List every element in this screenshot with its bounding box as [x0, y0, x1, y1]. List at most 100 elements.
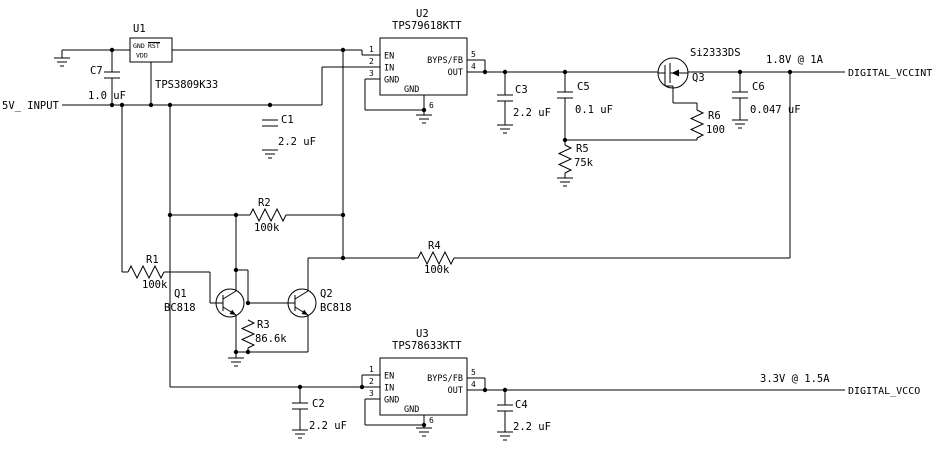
- c3-ref-label: C3: [515, 84, 528, 96]
- ground-icon: [496, 431, 514, 441]
- r4-value-label: 100k: [424, 264, 450, 276]
- c4-ref-label: C4: [515, 399, 528, 411]
- ground-icon: [496, 124, 514, 134]
- ground-icon: [415, 427, 433, 437]
- u3-pin-en: EN: [384, 372, 394, 382]
- u2-pin4-num: 4: [471, 62, 476, 71]
- component-Q2: Q2 BC818: [287, 288, 352, 318]
- resistor-zigzags: [127, 109, 705, 349]
- u2-pin-out: OUT: [448, 68, 463, 78]
- q2-value-label: BC818: [320, 302, 352, 314]
- r4-zigzag: [417, 250, 455, 266]
- r3-value-label: 86.6k: [255, 333, 287, 345]
- r6-value-label: 100: [706, 124, 725, 136]
- u2-pin6-num: 6: [429, 101, 434, 110]
- u1-pin-gnd-label: GND: [133, 42, 145, 50]
- u3-part-label: TPS78633KTT: [392, 340, 462, 352]
- r2-ref-label: R2: [258, 197, 271, 209]
- c2-value-label: 2.2 uF: [309, 420, 347, 432]
- resistor-labels: R1 100k R2 100k R3 86.6k R4 100k R5 75k …: [142, 110, 725, 345]
- c6-ref-label: C6: [752, 81, 765, 93]
- u2-pin-gnd2: GND: [404, 85, 419, 95]
- c5-ref-label: C5: [577, 81, 590, 93]
- c5-value-label: 0.1 uF: [575, 104, 613, 116]
- u2-ref-label: U2: [416, 8, 429, 20]
- component-U3: U3 TPS78633KTT EN IN GND BYPS/FB OUT GND…: [369, 328, 476, 425]
- q2-ref-label: Q2: [320, 288, 333, 300]
- u2-part-label: TPS79618KTT: [392, 20, 462, 32]
- u3-pin-in: IN: [384, 384, 394, 394]
- rail2-net-label: DIGITAL_VCCO: [848, 386, 920, 397]
- c1-ref-label: C1: [281, 114, 294, 126]
- rail1-rating-label: 1.8V @ 1A: [766, 54, 824, 66]
- r1-zigzag: [127, 264, 165, 280]
- u3-pin-gnd2: GND: [404, 405, 419, 415]
- r5-zigzag: [557, 144, 573, 174]
- c4-value-label: 2.2 uF: [513, 421, 551, 433]
- component-U1: U1 TPS3809K33 GND RST VDD: [129, 23, 218, 91]
- q1-ref-label: Q1: [174, 288, 187, 300]
- u2-pin-en: EN: [384, 52, 394, 62]
- u3-pin5-num: 5: [471, 368, 476, 377]
- r1-ref-label: R1: [146, 254, 159, 266]
- net-labels: 5V_ INPUT 1.8V @ 1A DIGITAL_VCCINT 3.3V …: [2, 54, 932, 397]
- u1-pin-rst-label: RST: [148, 42, 160, 50]
- c1-value-label: 2.2 uF: [278, 136, 316, 148]
- component-Q1: Q1 BC818: [164, 288, 245, 318]
- u1-part-label: TPS3809K33: [155, 79, 218, 91]
- u2-pin5-num: 5: [471, 50, 476, 59]
- r3-zigzag: [240, 319, 256, 349]
- ground-icon: [415, 114, 433, 124]
- rail1-net-label: DIGITAL_VCCINT: [848, 68, 932, 79]
- r5-value-label: 75k: [574, 157, 594, 169]
- u2-pin2-num: 2: [369, 57, 374, 66]
- r3-ref-label: R3: [257, 319, 270, 331]
- u1-pin-vdd-label: VDD: [136, 52, 148, 60]
- r2-zigzag: [249, 207, 287, 223]
- input-net-label: 5V_ INPUT: [2, 100, 60, 112]
- u3-ref-label: U3: [416, 328, 429, 340]
- u3-pin1-num: 1: [369, 365, 374, 374]
- ground-symbols: [53, 57, 749, 441]
- r6-zigzag: [689, 109, 705, 139]
- r4-ref-label: R4: [428, 240, 441, 252]
- u3-pin-gnd: GND: [384, 396, 399, 406]
- c7-value-label: 1.0 uF: [88, 90, 126, 102]
- junction-dots: [109, 47, 793, 428]
- component-U2: U2 TPS79618KTT EN IN GND BYPS/FB OUT GND…: [369, 8, 476, 110]
- u3-pin-byps: BYPS/FB: [427, 374, 463, 384]
- c6-value-label: 0.047 uF: [750, 104, 801, 116]
- component-Q3: Si2333DS Q3: [657, 47, 741, 89]
- u2-pin-byps: BYPS/FB: [427, 56, 463, 66]
- rail2-rating-label: 3.3V @ 1.5A: [760, 373, 830, 385]
- c7-ref-label: C7: [90, 65, 103, 77]
- r5-ref-label: R5: [576, 143, 589, 155]
- capacitor-plates: [104, 71, 748, 412]
- u1-ref-label: U1: [133, 23, 146, 35]
- ground-icon: [291, 429, 309, 439]
- c3-value-label: 2.2 uF: [513, 107, 551, 119]
- r2-value-label: 100k: [254, 222, 280, 234]
- u2-pin1-num: 1: [369, 45, 374, 54]
- u2-pin-in: IN: [384, 64, 394, 74]
- ground-icon: [53, 57, 71, 67]
- u3-pin2-num: 2: [369, 377, 374, 386]
- q3-ref-label: Q3: [692, 72, 705, 84]
- ground-icon: [261, 149, 279, 159]
- ground-icon: [731, 119, 749, 129]
- u3-pin4-num: 4: [471, 380, 476, 389]
- c2-ref-label: C2: [312, 398, 325, 410]
- u3-pin6-num: 6: [429, 416, 434, 425]
- r6-ref-label: R6: [708, 110, 721, 122]
- ground-icon: [556, 177, 574, 187]
- ground-icon: [227, 357, 245, 367]
- wire-nets: [61, 49, 845, 432]
- u3-pin3-num: 3: [369, 389, 374, 398]
- u2-pin3-num: 3: [369, 69, 374, 78]
- r1-value-label: 100k: [142, 279, 168, 291]
- q3-part-label: Si2333DS: [690, 47, 741, 59]
- u2-pin-gnd: GND: [384, 76, 399, 86]
- u3-pin-out: OUT: [448, 386, 463, 396]
